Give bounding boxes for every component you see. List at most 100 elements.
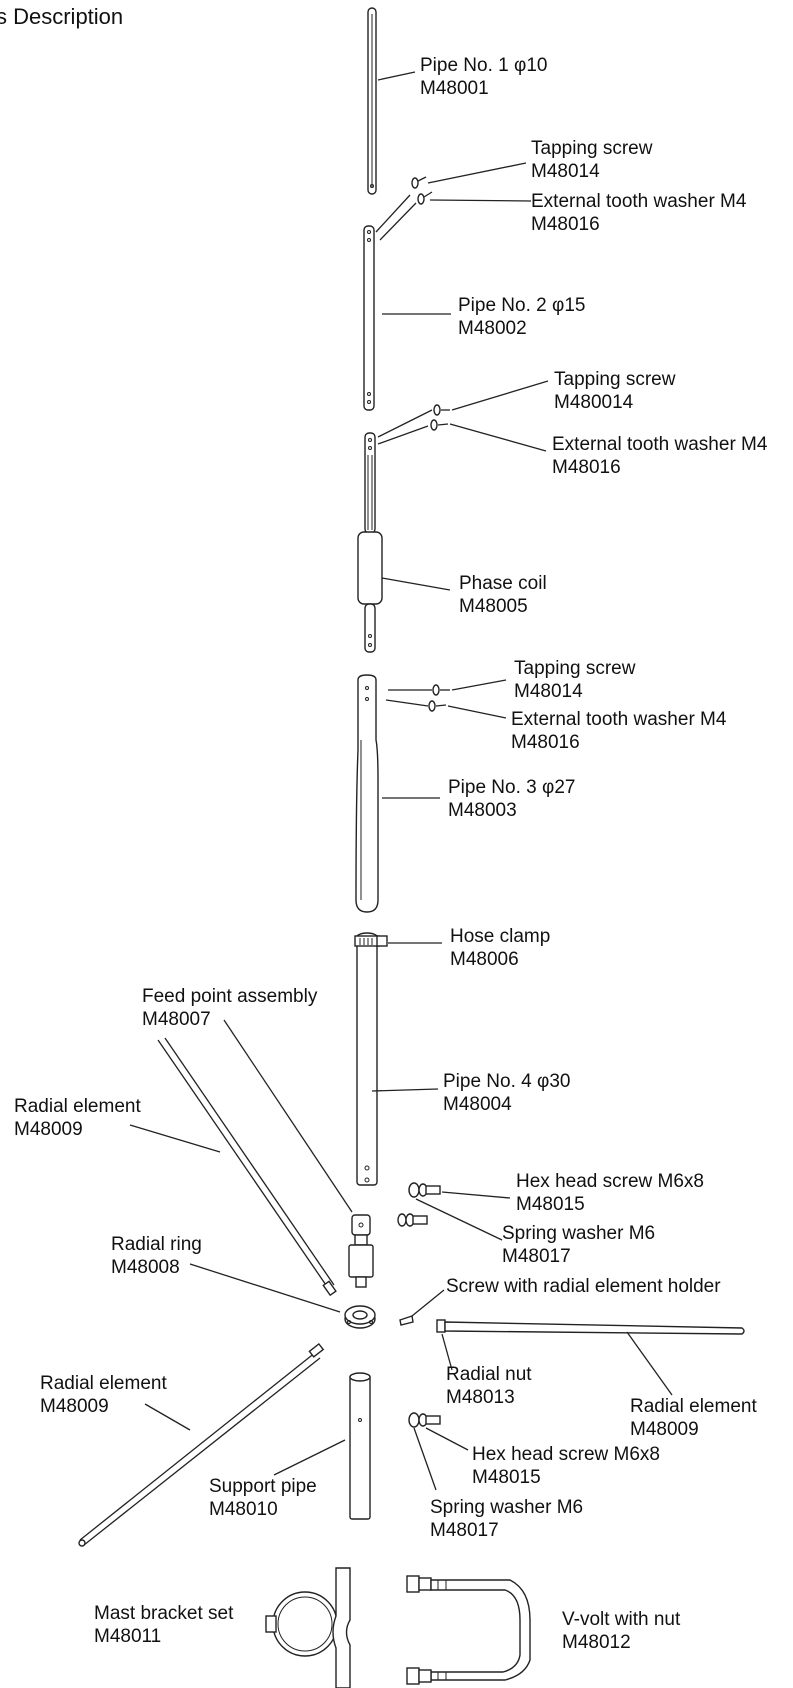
- pipe2-code: M48002: [458, 318, 527, 339]
- pipe4-drawing: [354, 932, 388, 1186]
- clamp-code: M48006: [450, 949, 519, 970]
- support-name: Support pipe: [209, 1476, 317, 1497]
- clamp-name: Hose clamp: [450, 926, 551, 947]
- pipe3-code: M48003: [448, 800, 517, 821]
- label-screw1: Tapping screw M48014: [531, 137, 652, 183]
- label-washer1: External tooth washer M4 M48016: [531, 190, 746, 236]
- holder-screw-drawing: [399, 1315, 414, 1326]
- label-radial3: Radial element M48009: [40, 1372, 167, 1418]
- label-clamp: Hose clamp M48006: [450, 925, 550, 971]
- washer3-code: M48016: [511, 732, 580, 753]
- label-hex2: Hex head screw M6x8 M48015: [472, 1443, 660, 1489]
- support-code: M48010: [209, 1499, 278, 1520]
- washer2-name: External tooth washer M4: [552, 434, 768, 455]
- pipe2-name: Pipe No. 2 φ15: [458, 295, 586, 316]
- radial2-drawing: [436, 1319, 745, 1335]
- label-pipe4: Pipe No. 4 φ30 M48004: [443, 1070, 570, 1116]
- label-radial1: Radial element M48009: [14, 1095, 141, 1141]
- washer3-name: External tooth washer M4: [511, 709, 727, 730]
- radial3-drawing: [78, 1342, 325, 1547]
- coil-name: Phase coil: [459, 573, 547, 594]
- label-feed: Feed point assembly M48007: [142, 985, 317, 1031]
- screw3-code: M48014: [514, 681, 583, 702]
- leader-lines: [129, 71, 673, 1491]
- hex2-name: Hex head screw M6x8: [472, 1444, 660, 1465]
- label-vbolt: V-volt with nut M48012: [562, 1608, 680, 1654]
- nut-name: Radial nut: [446, 1364, 532, 1385]
- radial1-name: Radial element: [14, 1096, 141, 1117]
- mast-bracket-drawing: [265, 1567, 351, 1688]
- mast-name: Mast bracket set: [94, 1603, 234, 1624]
- label-nut: Radial nut M48013: [446, 1363, 532, 1409]
- pipe1-name: Pipe No. 1 φ10: [420, 55, 548, 76]
- ring-code: M48008: [111, 1257, 180, 1278]
- washer1-code: M48016: [531, 214, 600, 235]
- page-title: s Description: [0, 4, 124, 29]
- label-washer3: External tooth washer M4 M48016: [511, 708, 726, 754]
- nut-code: M48013: [446, 1387, 515, 1408]
- pipe3-drawing: [355, 674, 379, 913]
- screw2-name: Tapping screw: [554, 369, 676, 390]
- vbolt-name: V-volt with nut: [562, 1609, 681, 1630]
- spring1-name: Spring washer M6: [502, 1223, 656, 1244]
- radial3-code: M48009: [40, 1396, 109, 1417]
- washer1-name: External tooth washer M4: [531, 191, 747, 212]
- feed-code: M48007: [142, 1009, 211, 1030]
- label-spring1: Spring washer M6 M48017: [502, 1222, 655, 1268]
- pipe1-drawing: [367, 7, 377, 195]
- screw1-code: M48014: [531, 161, 600, 182]
- v-bolt-drawing: [406, 1575, 531, 1685]
- feed-point-drawing: [348, 1214, 374, 1288]
- coil-code: M48005: [459, 596, 528, 617]
- label-pipe1: Pipe No. 1 φ10 M48001: [420, 54, 547, 100]
- screw-set2-drawing: [430, 404, 450, 431]
- hex1-code: M48015: [516, 1194, 585, 1215]
- screw2-code: M480014: [554, 392, 634, 413]
- pipe3-name: Pipe No. 3 φ27: [448, 777, 576, 798]
- label-coil: Phase coil M48005: [459, 572, 547, 618]
- pipe1-code: M48001: [420, 78, 489, 99]
- radial2-code: M48009: [630, 1419, 699, 1440]
- screw1-name: Tapping screw: [531, 138, 653, 159]
- mast-code: M48011: [94, 1626, 162, 1647]
- radial2-name: Radial element: [630, 1396, 757, 1417]
- radial1-drawing: [157, 1037, 337, 1297]
- pipe2-drawing: [363, 225, 375, 411]
- feed-name: Feed point assembly: [142, 986, 318, 1007]
- phase-coil-drawing: [357, 432, 383, 653]
- ring-name: Radial ring: [111, 1234, 202, 1255]
- pipe4-name: Pipe No. 4 φ30: [443, 1071, 571, 1092]
- spring2-code: M48017: [430, 1520, 499, 1541]
- washer2-code: M48016: [552, 457, 621, 478]
- screw3-name: Tapping screw: [514, 658, 636, 679]
- hex-screw2-drawing: [408, 1412, 441, 1428]
- label-spring2: Spring washer M6 M48017: [430, 1496, 583, 1542]
- label-mast: Mast bracket set M48011: [94, 1602, 233, 1648]
- screw-set3-drawing: [428, 684, 450, 712]
- spring1-code: M48017: [502, 1246, 571, 1267]
- label-washer2: External tooth washer M4 M48016: [552, 433, 767, 479]
- label-screw3: Tapping screw M48014: [514, 657, 635, 703]
- label-hex1: Hex head screw M6x8 M48015: [516, 1170, 704, 1216]
- label-holder: Screw with radial element holder: [446, 1275, 721, 1298]
- radial3-name: Radial element: [40, 1373, 167, 1394]
- screw-set1-drawing: [411, 176, 433, 205]
- label-pipe2: Pipe No. 2 φ15 M48002: [458, 294, 585, 340]
- radial-ring-drawing: [344, 1305, 376, 1329]
- hex2-code: M48015: [472, 1467, 541, 1488]
- hex1-name: Hex head screw M6x8: [516, 1171, 704, 1192]
- label-support: Support pipe M48010: [209, 1475, 317, 1521]
- hex-screw1-drawing: [397, 1182, 441, 1227]
- spring2-name: Spring washer M6: [430, 1497, 584, 1518]
- support-pipe-drawing: [349, 1372, 371, 1520]
- label-screw2: Tapping screw M480014: [554, 368, 675, 414]
- radial1-code: M48009: [14, 1119, 83, 1140]
- vbolt-code: M48012: [562, 1632, 631, 1653]
- pipe4-code: M48004: [443, 1094, 512, 1115]
- label-radial2: Radial element M48009: [630, 1395, 757, 1441]
- holder-name: Screw with radial element holder: [446, 1276, 721, 1297]
- label-pipe3: Pipe No. 3 φ27 M48003: [448, 776, 575, 822]
- label-ring: Radial ring M48008: [111, 1233, 202, 1279]
